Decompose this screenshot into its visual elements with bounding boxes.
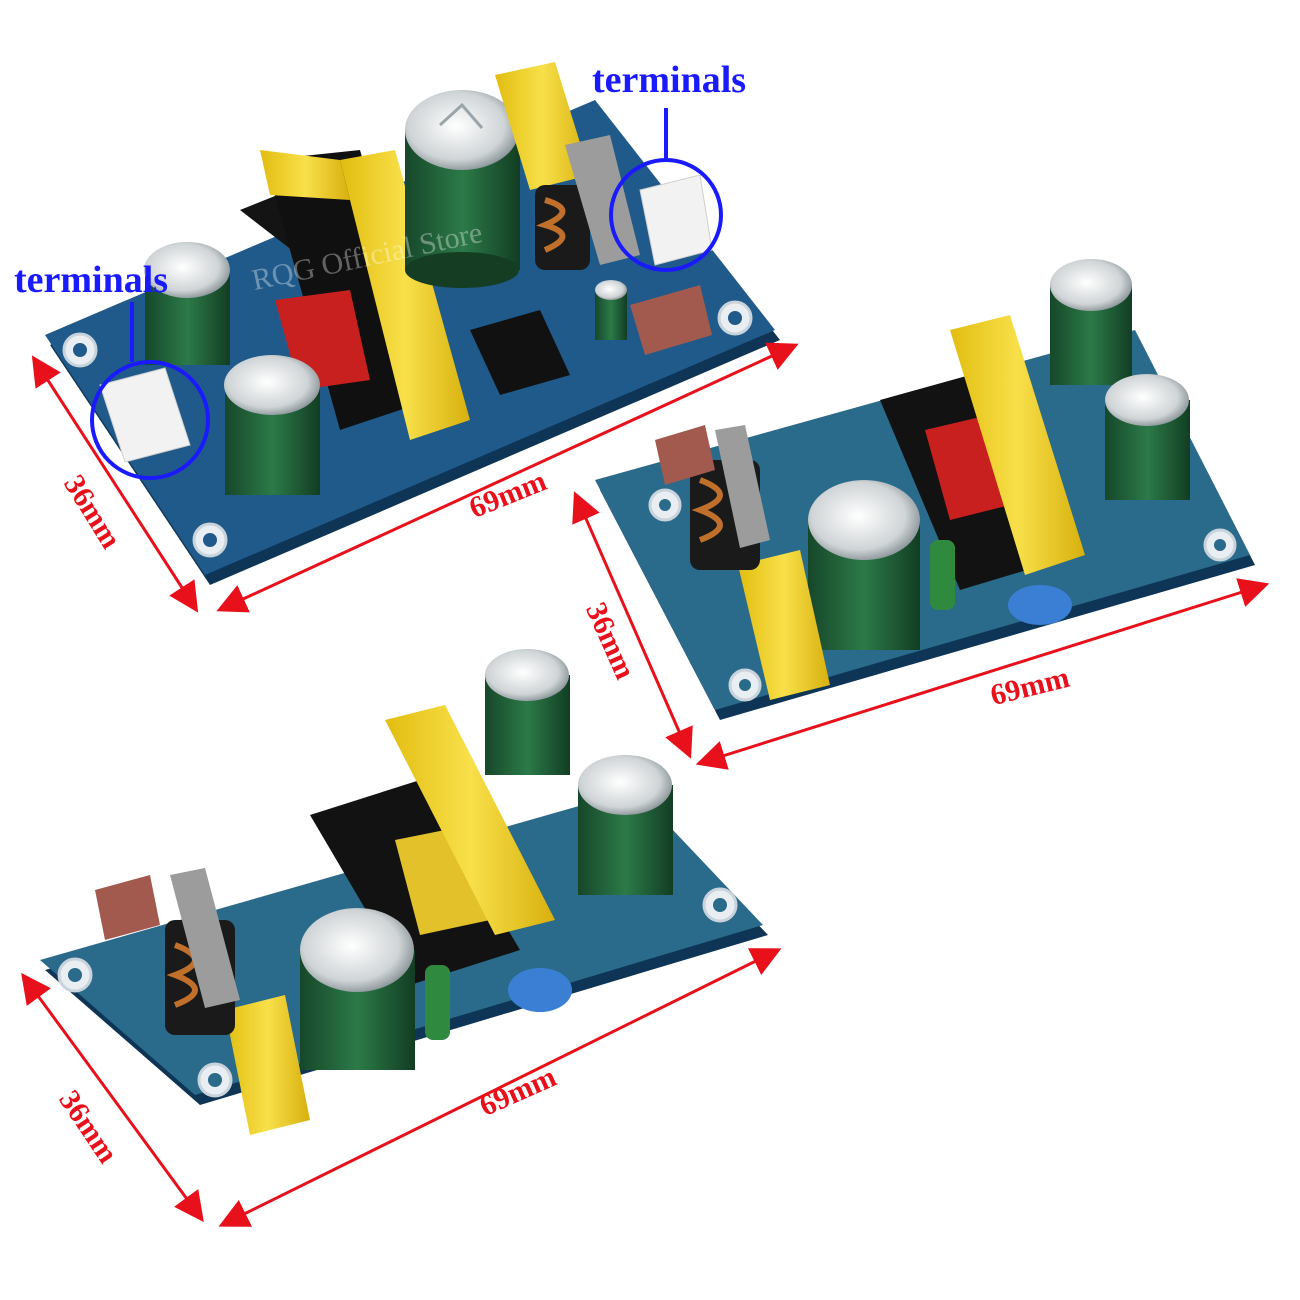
electrolytic-capacitor-right [578,755,673,895]
electrolytic-capacitor-right [1105,374,1190,500]
dimension-arrow-width [695,578,1270,770]
power-board-right [572,259,1270,770]
terminal-connector-right [639,174,713,266]
electrolytic-capacitor-top [1050,259,1132,385]
x-capacitor [495,62,590,190]
electrolytic-capacitor-large [808,480,920,650]
small-capacitor [595,280,627,340]
dimension-arrow-width [216,342,799,613]
electrolytic-capacitor-large [300,908,415,1070]
transformer [880,315,1085,590]
electrolytic-capacitor-top [485,649,570,775]
fuse [630,285,712,355]
fuse [655,425,715,485]
fuse [95,875,160,940]
electrolytic-capacitor-front [224,355,320,495]
power-board-top [31,62,799,613]
electrolytic-capacitor-left [144,242,230,365]
common-mode-choke [690,425,770,570]
green-capacitor [425,965,450,1040]
y-capacitor [508,968,572,1012]
dimension-arrow-height [21,972,204,1223]
dimension-arrow-height [31,355,199,613]
green-capacitor [930,540,955,610]
terminals-label-left: terminals [14,259,169,301]
y-capacitor [1008,585,1072,625]
dimension-arrow-height [572,491,693,759]
common-mode-choke [535,135,640,270]
dimension-arrow-width [218,948,782,1227]
common-mode-choke [165,868,240,1035]
transformer [310,705,555,985]
power-board-bottom [21,649,782,1227]
electrolytic-capacitor-large [405,90,520,288]
terminals-label-right: terminals [592,59,747,101]
